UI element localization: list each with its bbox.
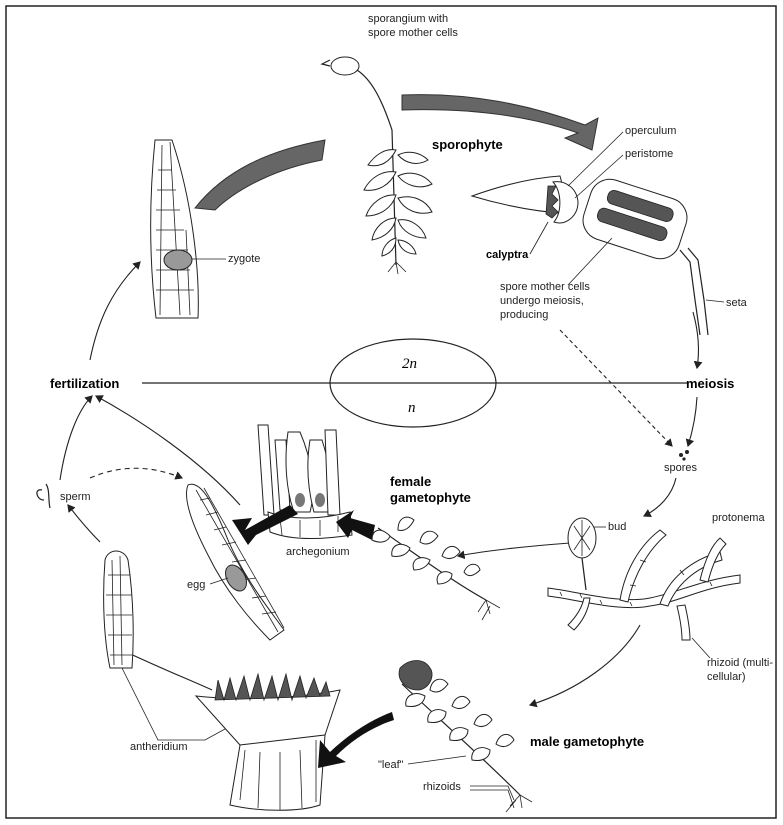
calyptra-pointer xyxy=(530,222,548,254)
male-gametophyte-label: male gametophyte xyxy=(530,734,644,749)
arrow-sperm-to-fertilization xyxy=(60,396,92,480)
arrow-spores-to-protonema xyxy=(644,478,676,516)
arrow-protonema-to-male xyxy=(530,625,640,705)
rhizoids-pointer xyxy=(470,786,514,808)
rhizoid-pointer xyxy=(692,638,710,658)
egg-label: egg xyxy=(187,579,205,591)
bud-label: bud xyxy=(608,521,626,533)
ploidy-n-label: n xyxy=(408,400,416,416)
leaf-label: "leaf" xyxy=(378,759,404,771)
meiosis-note-2: undergo meiosis, xyxy=(500,295,584,307)
meiosis-note-1: spore mother cells xyxy=(500,281,590,293)
seta-label: seta xyxy=(726,297,748,309)
sporophyte-illustration xyxy=(322,57,432,274)
spores-illustration xyxy=(679,450,689,461)
seta-pointer xyxy=(706,300,724,302)
arrow-sperm-to-egg-dashed xyxy=(90,468,182,478)
sporangium-label-1: sporangium with xyxy=(368,13,448,25)
meiosis-note-3: producing xyxy=(500,309,548,321)
male-head-illustration xyxy=(196,674,340,810)
rhizoids-label: rhizoids xyxy=(423,781,461,793)
female-gametophyte-label-1: female xyxy=(390,474,431,489)
rhizoid-label-1: rhizoid (multi- xyxy=(707,657,773,669)
arrow-egg-to-fertilization xyxy=(96,396,240,505)
big-arrow-zygote-to-sporophyte xyxy=(195,140,325,210)
arrow-fertilization-to-zygote xyxy=(90,262,140,360)
arrow-meiosis-dashed xyxy=(560,330,672,446)
meiosis-label: meiosis xyxy=(686,376,734,391)
leaf-pointer xyxy=(408,756,466,764)
peristome-label: peristome xyxy=(625,148,673,160)
antheridium-label: antheridium xyxy=(130,741,187,753)
arrow-meiosis-to-spores xyxy=(688,397,697,446)
arrow-antheridium-to-sperm xyxy=(68,505,100,542)
fertilization-label: fertilization xyxy=(50,376,119,391)
zygote-label: zygote xyxy=(228,253,260,265)
ploidy-2n-label: 2n xyxy=(402,356,417,372)
archegonium-label: archegonium xyxy=(286,546,350,558)
protonema-illustration xyxy=(548,518,740,640)
calyptra-label: calyptra xyxy=(486,249,529,261)
sperm-label: sperm xyxy=(60,491,91,503)
sperm-illustration xyxy=(37,484,50,508)
rhizoid-label-2: cellular) xyxy=(707,671,746,683)
operculum-label: operculum xyxy=(625,125,676,137)
female-gametophyte-label-2: gametophyte xyxy=(390,490,471,505)
arrow-male-to-antheridium xyxy=(122,650,212,690)
arrow-bud-to-female xyxy=(458,543,570,556)
antheridium-illustration xyxy=(104,551,134,668)
protonema-label: protonema xyxy=(712,512,765,524)
sporangium-label-2: spore mother cells xyxy=(368,27,458,39)
sporophyte-label: sporophyte xyxy=(432,137,503,152)
female-gametophyte-illustration xyxy=(372,517,500,620)
spores-label: spores xyxy=(664,462,698,474)
male-gametophyte-illustration xyxy=(399,661,532,813)
zygote-illustration xyxy=(151,140,199,318)
meiosis-note-pointer xyxy=(568,238,612,285)
